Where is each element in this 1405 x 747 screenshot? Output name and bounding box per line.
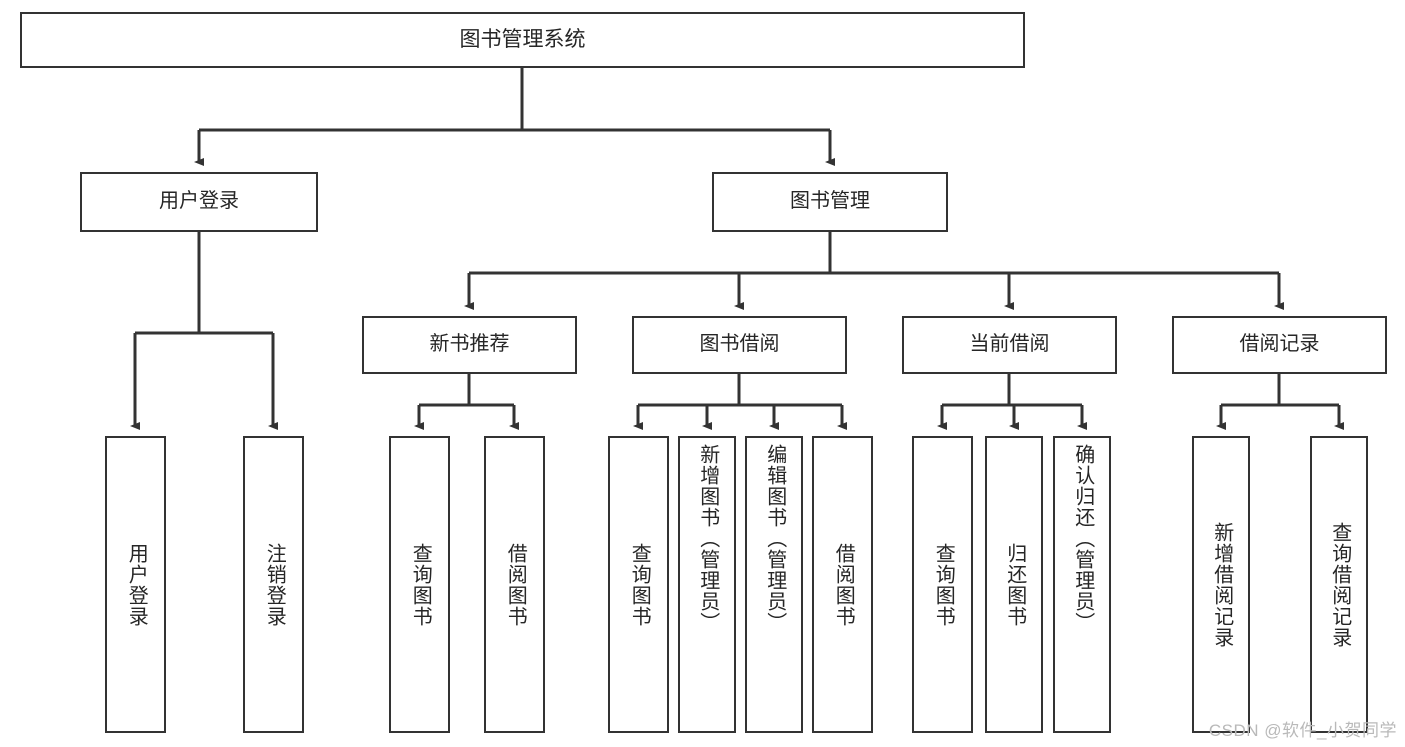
node-leaf-logout-login[interactable]: 注销登录: [243, 436, 304, 733]
node-current-borrow[interactable]: 当前借阅: [902, 316, 1117, 374]
csdn-watermark: CSDN @软件_小贺同学: [1208, 721, 1397, 740]
node-label: 归还图书: [1003, 542, 1026, 627]
node-leaf-query-borrow-record[interactable]: 查询借阅记录: [1310, 436, 1368, 733]
edge-user-login-to-leaves: [130, 232, 278, 430]
edge-current-borrow-to-leaves: [937, 374, 1087, 430]
node-leaf-confirm-return-admin[interactable]: 确认归还（管理员）: [1053, 436, 1111, 733]
node-leaf-query-book-current[interactable]: 查询图书: [912, 436, 973, 733]
node-label: 用户登录: [125, 542, 148, 627]
node-label: 借阅记录: [1239, 333, 1320, 356]
node-root-system[interactable]: 图书管理系统: [20, 12, 1025, 68]
node-label: 图书借阅: [699, 333, 780, 356]
node-label: 借阅图书: [504, 542, 527, 627]
node-label: 用户登录: [159, 190, 239, 213]
node-label: 图书管理: [790, 190, 870, 213]
node-label: 查询借阅记录: [1328, 521, 1351, 648]
node-label: 新增图书（管理员）: [696, 444, 719, 633]
node-new-book-recommend[interactable]: 新书推荐: [362, 316, 577, 374]
edge-book-borrow-to-leaves: [633, 374, 847, 430]
node-label: 编辑图书（管理员）: [763, 444, 786, 633]
node-leaf-query-book-borrow[interactable]: 查询图书: [608, 436, 669, 733]
node-leaf-add-book-admin[interactable]: 新增图书（管理员）: [678, 436, 736, 733]
node-book-management[interactable]: 图书管理: [712, 172, 948, 232]
node-leaf-borrow-book[interactable]: 借阅图书: [812, 436, 873, 733]
edge-new-book-recommend-to-leaves: [414, 374, 519, 430]
node-book-borrow[interactable]: 图书借阅: [632, 316, 847, 374]
edge-root-to-level1: [194, 68, 835, 166]
node-label: 注销登录: [263, 542, 286, 627]
node-label: 借阅图书: [832, 542, 855, 627]
node-leaf-return-book[interactable]: 归还图书: [985, 436, 1043, 733]
node-label: 图书管理系统: [459, 27, 586, 51]
node-leaf-borrow-book-recommend[interactable]: 借阅图书: [484, 436, 545, 733]
node-label: 确认归还（管理员）: [1071, 444, 1094, 633]
node-label: 查询图书: [409, 542, 432, 627]
edge-borrow-record-to-leaves: [1216, 374, 1344, 430]
node-borrow-record[interactable]: 借阅记录: [1172, 316, 1387, 374]
node-user-login[interactable]: 用户登录: [80, 172, 318, 232]
node-label: 查询图书: [932, 542, 955, 627]
node-leaf-user-login[interactable]: 用户登录: [105, 436, 166, 733]
node-leaf-add-borrow-record[interactable]: 新增借阅记录: [1192, 436, 1250, 733]
node-label: 新书推荐: [429, 333, 510, 356]
edge-book-management-to-level2: [464, 232, 1284, 310]
node-leaf-edit-book-admin[interactable]: 编辑图书（管理员）: [745, 436, 803, 733]
node-label: 新增借阅记录: [1210, 521, 1233, 648]
node-label: 查询图书: [628, 542, 651, 627]
node-leaf-query-book-recommend[interactable]: 查询图书: [389, 436, 450, 733]
node-label: 当前借阅: [969, 333, 1050, 356]
